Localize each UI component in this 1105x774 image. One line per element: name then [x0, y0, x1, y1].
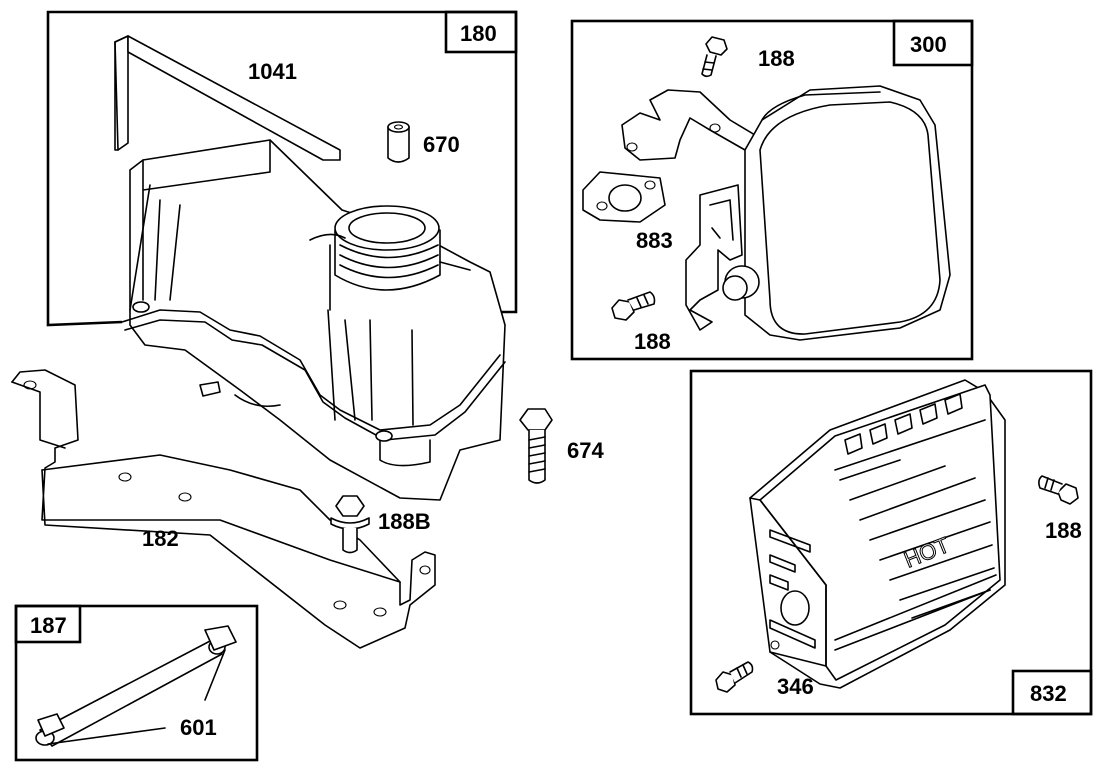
group-180: 180	[46, 10, 518, 501]
screw-346-drawing	[715, 661, 754, 693]
group-832: 832 HOT	[689, 369, 1093, 716]
tank-base-bracket-drawing	[11, 369, 436, 649]
label-188-guard: 188	[1045, 518, 1082, 543]
group-180-number: 180	[460, 21, 497, 46]
label-674: 674	[567, 438, 604, 463]
group-180-frame	[46, 10, 518, 327]
group-300-number: 300	[910, 32, 947, 57]
fuel-tank-drawing	[121, 139, 506, 501]
label-188-top: 188	[758, 46, 795, 71]
bolt-674-drawing	[519, 408, 553, 484]
group-832-frame	[689, 369, 1093, 716]
group-180-number-box	[444, 10, 518, 54]
label-188B: 188B	[378, 509, 431, 534]
label-670: 670	[423, 132, 460, 157]
tank-bracket-drawing	[114, 35, 341, 161]
exhaust-pipe-drawing	[621, 89, 756, 161]
group-187-frame	[14, 604, 259, 762]
screw-188-right-drawing	[1038, 475, 1079, 505]
gasket-883-drawing	[582, 171, 666, 223]
label-182: 182	[142, 526, 179, 551]
label-1041: 1041	[248, 59, 297, 84]
spacer-drawing	[387, 121, 410, 163]
group-187-number: 187	[30, 613, 67, 638]
fuel-line-drawing	[35, 625, 237, 747]
label-346: 346	[777, 674, 814, 699]
group-832-number: 832	[1030, 681, 1067, 706]
label-188-bottom: 188	[634, 329, 671, 354]
group-300-number-box	[892, 19, 974, 67]
group-187: 187 601	[14, 604, 259, 762]
group-832-number-box	[1011, 669, 1093, 716]
group-300-frame	[570, 19, 974, 361]
group-187-number-box	[14, 604, 82, 644]
muffler-guard-drawing	[749, 379, 1006, 689]
bolt-188B-drawing	[330, 495, 370, 554]
label-883: 883	[636, 228, 673, 253]
muffler-body-drawing	[685, 85, 951, 341]
label-601: 601	[180, 715, 217, 740]
group-300: 300	[570, 19, 974, 361]
screw-188-top-drawing	[701, 36, 728, 78]
screw-188-bottom-drawing	[611, 291, 656, 321]
